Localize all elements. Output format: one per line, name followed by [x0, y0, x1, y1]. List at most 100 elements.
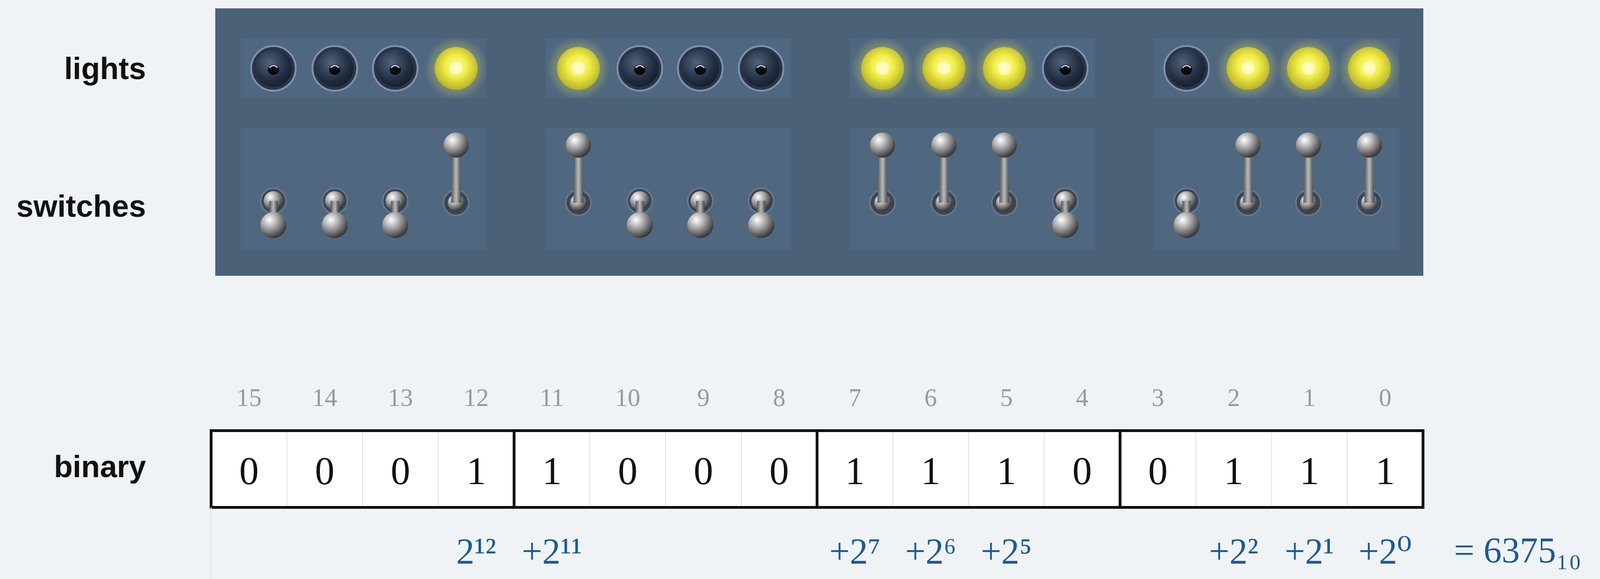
- cell-divider: [438, 430, 439, 508]
- light-center: [937, 61, 951, 75]
- bit-position: 1: [1303, 385, 1316, 411]
- light-hole: [329, 64, 341, 75]
- light-hole: [1059, 64, 1071, 75]
- light-off: [372, 46, 418, 91]
- bit-value: 0: [314, 451, 335, 491]
- light-off-lens: [742, 49, 780, 87]
- light-glint: [635, 65, 644, 68]
- bit-position: 3: [1151, 385, 1165, 411]
- bit-value: 1: [542, 451, 562, 491]
- row-label: binary: [53, 451, 147, 482]
- switch-group: [1154, 127, 1400, 251]
- light-glint: [1182, 65, 1191, 68]
- light-center: [571, 61, 585, 75]
- light-on: [861, 46, 904, 90]
- switch-group: [849, 127, 1096, 251]
- cell-divider: [1347, 430, 1348, 508]
- light-glow: [912, 36, 976, 100]
- light-center: [997, 61, 1011, 75]
- switch-knob: [382, 212, 409, 239]
- light-on: [922, 46, 966, 90]
- light-off: [617, 46, 663, 91]
- bit-position: 4: [1075, 385, 1089, 411]
- light-center: [1301, 61, 1315, 75]
- switch-knob: [260, 212, 287, 239]
- bit-position: 0: [1378, 385, 1392, 411]
- switch-knob: [931, 132, 957, 158]
- nibble-divider: [815, 430, 819, 508]
- light-group: [545, 38, 791, 99]
- light-on: [1226, 46, 1270, 90]
- power-term: +2¹: [1284, 532, 1335, 570]
- light-off-lens: [1168, 49, 1206, 87]
- bit-position: 13: [387, 385, 413, 411]
- cell-divider: [968, 430, 970, 508]
- power-term: +2⁵: [980, 532, 1032, 570]
- cell-divider: [1271, 430, 1273, 508]
- light-glint: [696, 65, 705, 68]
- bit-value: 1: [1299, 451, 1320, 491]
- bit-value: 0: [617, 451, 638, 491]
- bit-value: 1: [1223, 451, 1244, 491]
- light-off-lens: [316, 49, 354, 87]
- light-center: [449, 61, 463, 75]
- cell-divider: [1195, 430, 1197, 508]
- table-border: [211, 430, 1423, 508]
- light-hole: [634, 64, 646, 75]
- power-term: +2⁷: [829, 532, 881, 570]
- switch-knob: [991, 132, 1017, 158]
- switch-knob: [1235, 132, 1261, 158]
- binary-table: [211, 430, 1423, 508]
- light-center: [1241, 61, 1255, 75]
- light-off-lens: [1046, 49, 1084, 87]
- light-glint: [330, 65, 339, 68]
- cell-divider: [740, 430, 742, 508]
- light-off: [1164, 46, 1209, 91]
- light-glow: [546, 36, 611, 100]
- bit-position: 5: [1000, 385, 1013, 411]
- result-value: = 6375₁₀: [1453, 531, 1582, 569]
- light-off-lens: [621, 49, 659, 87]
- switch-knob: [1173, 212, 1200, 239]
- bit-value: 0: [769, 451, 790, 491]
- light-hole: [694, 64, 706, 75]
- bit-position: 2: [1227, 385, 1241, 411]
- nibble-divider: [512, 430, 516, 508]
- light-hole: [267, 64, 279, 75]
- bit-value: 1: [1375, 451, 1395, 491]
- switch-knob: [565, 132, 591, 158]
- row-label: lights: [64, 53, 147, 84]
- bit-value: 0: [1148, 451, 1168, 491]
- bit-position: 12: [463, 385, 489, 411]
- cell-divider: [362, 430, 364, 508]
- light-glow: [1337, 36, 1401, 100]
- bit-value: 1: [466, 451, 486, 491]
- cell-divider: [664, 430, 666, 508]
- bit-value: 0: [693, 451, 714, 491]
- bit-position: 14: [312, 385, 338, 411]
- cell-divider: [1043, 430, 1045, 508]
- power-term: +2⁰: [1358, 532, 1412, 570]
- cell-divider: [589, 430, 591, 508]
- switch-knob: [1295, 132, 1322, 158]
- guide-line: [210, 507, 212, 579]
- bit-position: 11: [539, 385, 565, 411]
- light-glow: [424, 36, 488, 100]
- bit-position: 7: [848, 385, 862, 411]
- switch-knob: [1052, 212, 1079, 239]
- switch-knob: [869, 132, 896, 158]
- switch-knob: [1356, 132, 1382, 158]
- bit-position: 8: [772, 385, 786, 411]
- switch-knob: [321, 212, 348, 239]
- bit-value: 0: [390, 451, 411, 491]
- light-on: [982, 46, 1026, 90]
- light-on: [434, 46, 478, 90]
- bit-position: 15: [236, 385, 262, 411]
- cell-divider: [892, 430, 894, 508]
- light-glow: [972, 36, 1036, 100]
- switch-knob: [748, 212, 775, 239]
- light-glow: [850, 36, 915, 100]
- power-term: +2⁶: [904, 532, 957, 570]
- light-glint: [269, 65, 278, 68]
- light-off: [677, 46, 723, 91]
